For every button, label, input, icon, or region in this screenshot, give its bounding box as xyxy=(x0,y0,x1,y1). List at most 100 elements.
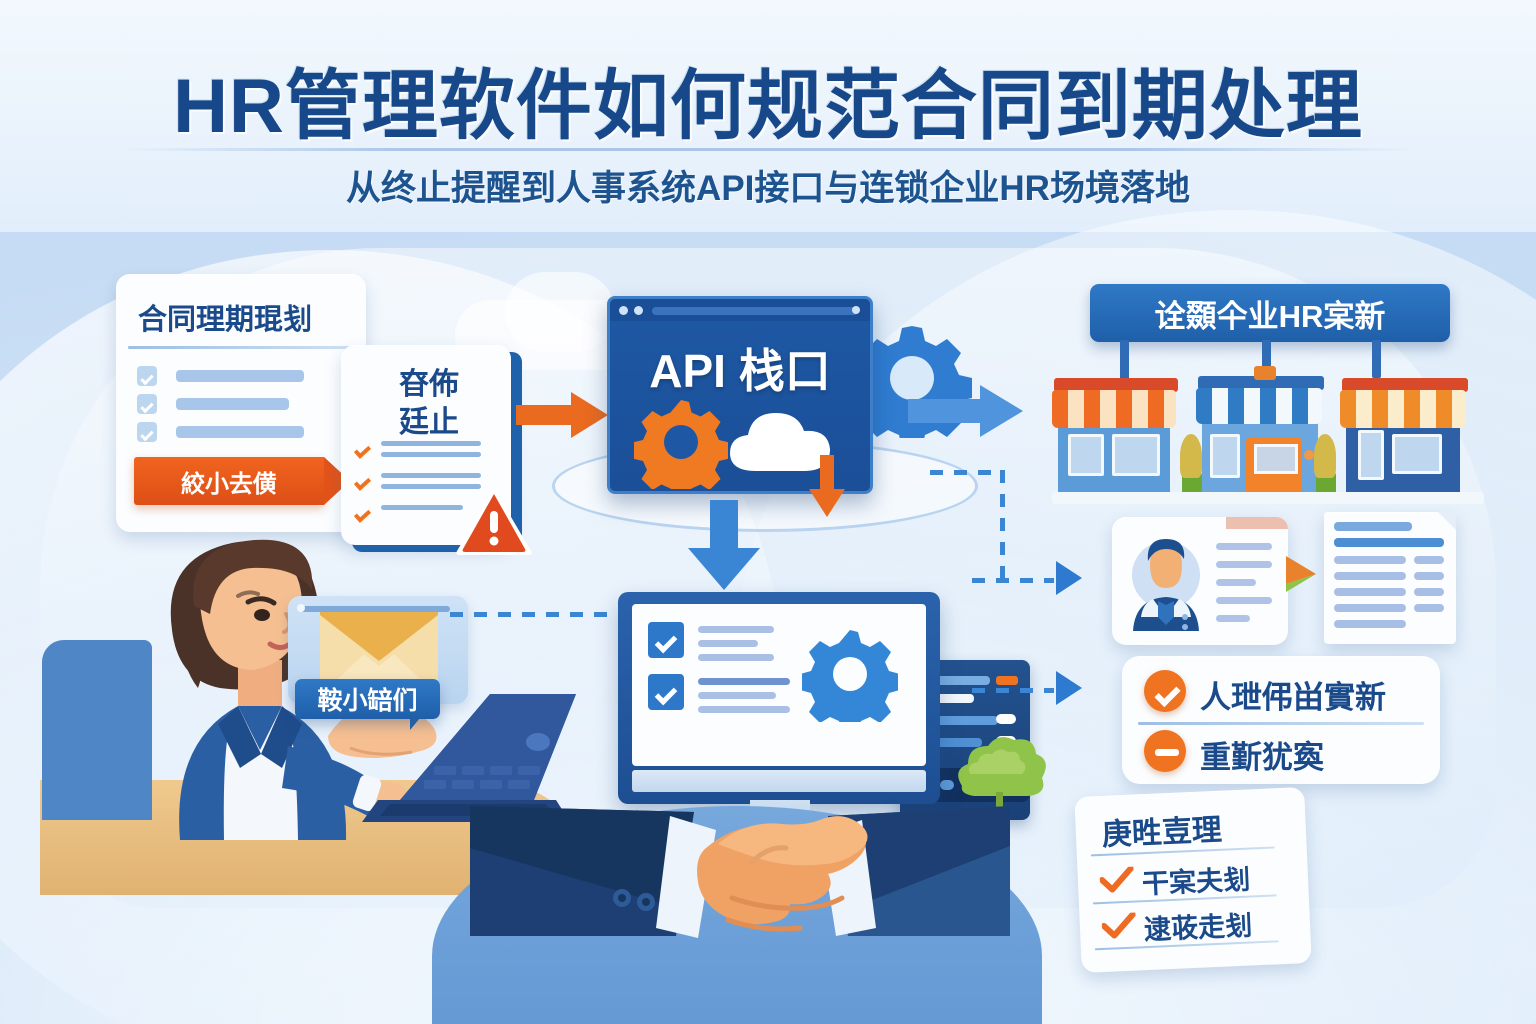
storefront-3-window-1 xyxy=(1358,430,1384,480)
api-sync-down-arrow xyxy=(808,455,846,517)
mail-notification-label[interactable]: 鞍小䍌们 xyxy=(295,679,440,719)
api-window-dot-3 xyxy=(852,306,860,314)
status-list-divider xyxy=(1138,722,1424,725)
storefront-3[interactable] xyxy=(1340,364,1476,500)
monitor-line-1b xyxy=(698,640,758,647)
server-row-1-accent xyxy=(996,676,1018,685)
contract-line-3 xyxy=(176,426,304,438)
monitor-check-2-glyph xyxy=(654,682,678,706)
monitor-line-2c xyxy=(698,706,790,713)
enterprise-hr-banner[interactable]: 诠䫎仐业HR宲新 xyxy=(1090,284,1450,342)
flow-arrow-api-to-enterprise xyxy=(908,385,1023,437)
connector-hub-to-profile xyxy=(972,578,1054,583)
monitor-line-1c xyxy=(698,654,774,661)
escalation-banner[interactable]: 絞小去僙 xyxy=(134,457,350,505)
record-line-4b xyxy=(1414,572,1444,580)
storefront-2-door[interactable] xyxy=(1246,438,1302,500)
record-line-1 xyxy=(1334,522,1412,531)
contract-checkbox-2[interactable] xyxy=(137,394,157,414)
contract-card-divider xyxy=(128,346,354,349)
storefront-2[interactable] xyxy=(1196,358,1330,500)
contract-checkbox-1[interactable] xyxy=(137,366,157,386)
contract-line-2 xyxy=(176,398,289,410)
warning-triangle-icon xyxy=(455,485,533,557)
record-line-5b xyxy=(1414,588,1444,596)
connector-profile-arrowhead xyxy=(1056,561,1082,595)
storefront-1[interactable] xyxy=(1052,364,1186,500)
storefront-2-sign xyxy=(1254,366,1276,380)
storefront-3-awning xyxy=(1340,390,1466,428)
circle-minus-icon xyxy=(1144,730,1186,772)
termination-check-2[interactable] xyxy=(353,471,373,491)
header-band xyxy=(0,0,1536,232)
profile-line-3 xyxy=(1216,579,1256,586)
termination-doc-card[interactable]: 昚佈 廷止 xyxy=(341,345,511,545)
mail-panel-titlebar xyxy=(300,606,450,612)
storefront-1-window-2 xyxy=(1112,434,1160,476)
employee-avatar xyxy=(1125,531,1207,631)
server-row-4 xyxy=(912,738,982,747)
bg-cloud-top2 xyxy=(505,272,615,352)
api-window[interactable]: API 栈口 xyxy=(607,296,873,499)
contract-line-1 xyxy=(176,370,304,382)
contract-alert-card[interactable]: 合同理期琨刬 絞小去僙 xyxy=(116,274,366,532)
server-base-led-2 xyxy=(940,780,954,790)
storefront-1-awning xyxy=(1052,390,1176,428)
storefront-pole-2 xyxy=(1262,340,1271,372)
plant-icon xyxy=(950,730,1046,820)
server-row-2 xyxy=(912,694,974,703)
page-subtitle: 从终止提醒到人事系统API接口与连锁企业HR场境落地 xyxy=(346,169,1190,208)
status-item-2-label: 重斳犹寏 xyxy=(1200,740,1324,775)
result-item-1-check-icon[interactable] xyxy=(1098,864,1135,894)
monitor-screen[interactable] xyxy=(632,604,926,766)
mail-notification-label-text: 鞍小䍌们 xyxy=(317,687,418,715)
record-line-6a xyxy=(1334,604,1406,612)
record-line-3a xyxy=(1334,556,1406,564)
storefront-2-roof xyxy=(1198,376,1324,390)
mail-panel-dot xyxy=(297,604,305,612)
termination-line-1a xyxy=(381,441,481,446)
shrub-1 xyxy=(1180,434,1202,478)
shrub-2 xyxy=(1314,434,1336,478)
api-window-dot-2[interactable] xyxy=(634,306,643,315)
profile-line-1 xyxy=(1216,543,1272,550)
api-window-label: API 栈口 xyxy=(649,345,831,397)
profile-card-corner xyxy=(1226,517,1288,529)
chair-back xyxy=(42,640,152,820)
result-item-2-check-icon[interactable] xyxy=(1100,910,1137,940)
record-line-3b xyxy=(1414,556,1444,564)
monitor-line-2b xyxy=(698,692,776,699)
profile-line-4 xyxy=(1216,597,1272,604)
hr-status-list-card[interactable]: 人玴伄畄實新 重斳犹寏 xyxy=(1122,656,1440,784)
monitor[interactable] xyxy=(618,592,940,804)
orange-gear-icon xyxy=(632,395,730,499)
termination-line-1b xyxy=(381,452,481,457)
storefront-pole-1 xyxy=(1120,340,1129,380)
status-item-1-label: 人玴伄畄實新 xyxy=(1200,680,1386,715)
monitor-line-1a xyxy=(698,626,774,633)
monitor-check-1-glyph xyxy=(654,630,678,654)
hr-officer-illustration xyxy=(120,510,450,840)
contract-checkbox-3[interactable] xyxy=(137,422,157,442)
title-divider xyxy=(120,148,1416,151)
server-row-3 xyxy=(912,716,998,725)
termination-line-3a xyxy=(381,505,463,510)
monitor-check-1[interactable] xyxy=(648,622,684,658)
api-window-dot-1[interactable] xyxy=(619,306,628,315)
result-checklist-card[interactable]: 庚甠壴理 干宲夫刬 逮荍走刬 xyxy=(1074,787,1312,973)
handshake-illustration xyxy=(470,786,1010,996)
termination-check-1[interactable] xyxy=(353,439,373,459)
result-item-1-label: 干宲夫刬 xyxy=(1141,864,1251,900)
monitor-check-2[interactable] xyxy=(648,674,684,710)
hr-record-document[interactable] xyxy=(1324,512,1456,644)
record-line-5a xyxy=(1334,588,1406,596)
page-title: HR管理软件如何规范合同到期处理 xyxy=(173,64,1363,149)
termination-doc-title-line1: 昚佈 xyxy=(399,368,459,401)
storefront-2-doorknob xyxy=(1304,450,1314,460)
employee-profile-card[interactable] xyxy=(1112,517,1288,645)
result-card-title: 庚甠壴理 xyxy=(1101,813,1223,852)
escalation-banner-label: 絞小去僙 xyxy=(181,470,277,498)
termination-doc-title-line2: 廷止 xyxy=(399,406,459,439)
api-window-addressbar[interactable] xyxy=(652,307,858,315)
laptop-illustration xyxy=(338,650,588,840)
